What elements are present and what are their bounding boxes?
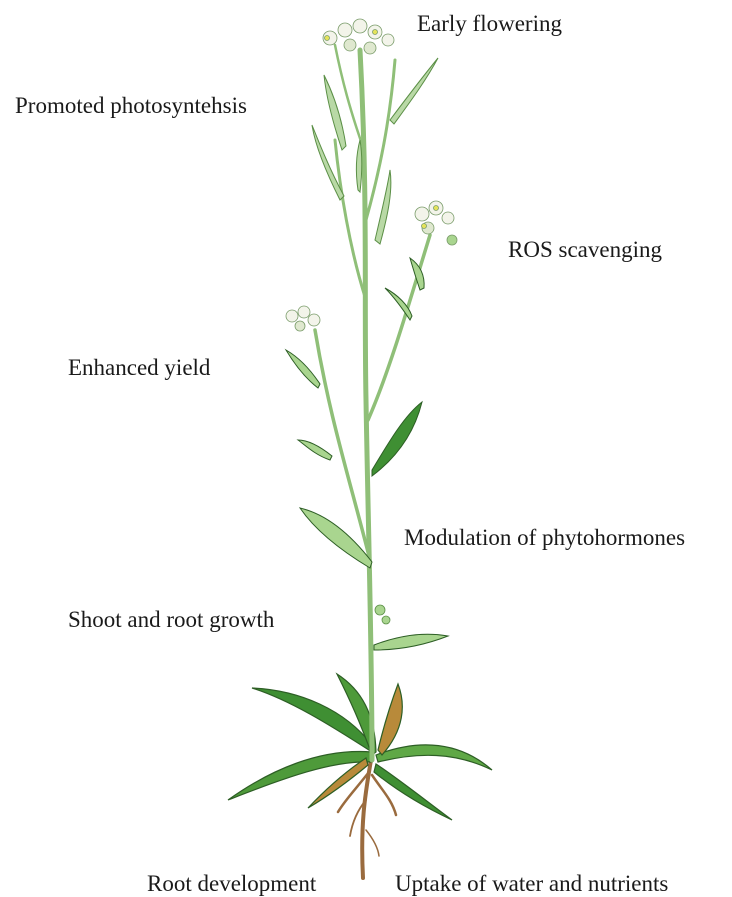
leaf	[286, 350, 320, 388]
label-ros-scavenging: ROS scavenging	[508, 238, 662, 261]
silique	[390, 58, 438, 124]
flower-cluster-right	[415, 201, 457, 245]
label-early-flowering: Early flowering	[417, 12, 562, 35]
leaf	[372, 402, 422, 476]
flower-bud-lower	[375, 605, 390, 624]
label-uptake-of-water-and-nutrients: Uptake of water and nutrients	[395, 872, 668, 895]
rosette-leaf	[376, 745, 492, 770]
leaf	[300, 508, 372, 568]
flower-cluster-left	[286, 306, 320, 331]
label-root-development: Root development	[147, 872, 316, 895]
leaf	[374, 634, 448, 650]
rosette-leaf	[374, 764, 452, 820]
label-modulation-of-phytohormones: Modulation of phytohormones	[404, 526, 685, 549]
leaf	[298, 440, 332, 460]
stems	[315, 45, 430, 760]
label-shoot-and-root-growth: Shoot and root growth	[68, 608, 274, 631]
label-promoted-photosynthesis: Promoted photosyntehsis	[15, 94, 247, 117]
withered-leaf	[378, 684, 402, 755]
rosette-leaves	[228, 674, 492, 820]
label-enhanced-yield: Enhanced yield	[68, 356, 210, 379]
silique	[356, 140, 362, 192]
